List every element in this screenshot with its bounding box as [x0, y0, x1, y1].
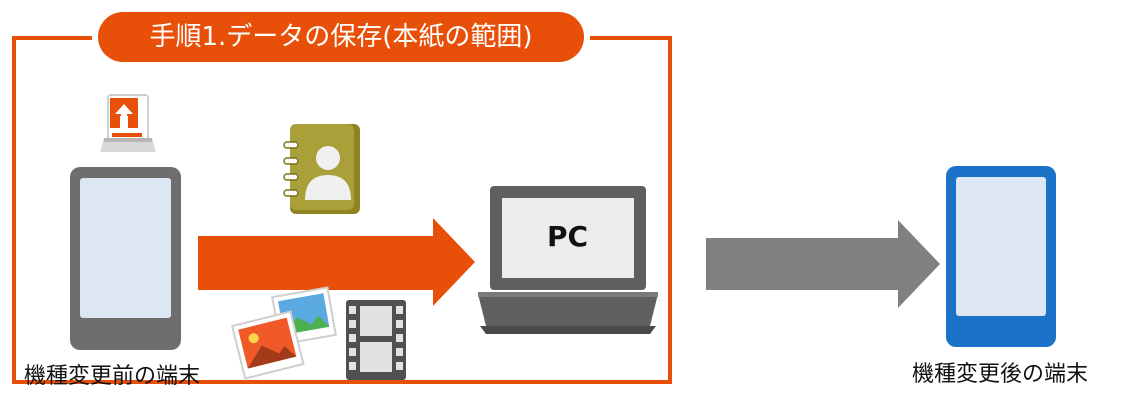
film-strip-icon: [346, 300, 406, 380]
photos-icon: [230, 286, 337, 380]
step-title: 手順1.データの保存(本紙の範囲): [98, 12, 584, 62]
address-book-icon: [283, 124, 360, 214]
laptop-icon: [478, 186, 658, 334]
old-smartphone-icon: [70, 167, 181, 350]
new-device-label: 機種変更後の端末: [912, 362, 1089, 387]
upload-tray-icon: [100, 94, 156, 152]
pc-label: PC: [546, 220, 589, 253]
save-arrow: [198, 218, 475, 306]
restore-arrow: [706, 220, 940, 308]
old-device-label: 機種変更前の端末: [24, 364, 201, 389]
new-smartphone-icon: [946, 166, 1056, 347]
